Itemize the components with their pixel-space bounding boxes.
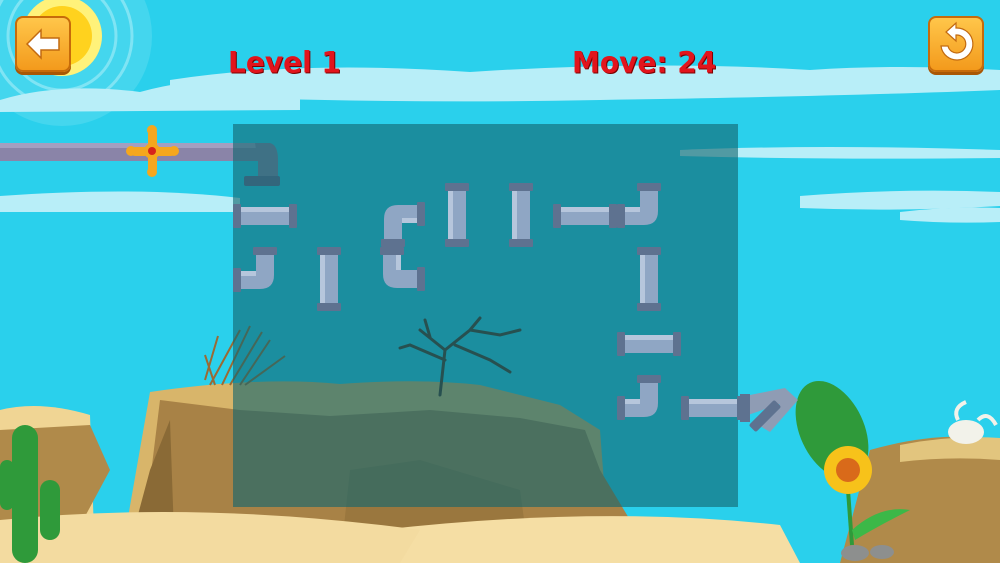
pipe-tile[interactable]	[617, 183, 661, 228]
pipe-tile[interactable]	[681, 396, 745, 420]
move-label: Move:	[572, 45, 668, 80]
arrow-left-icon	[25, 28, 60, 60]
back-button[interactable]	[15, 16, 71, 72]
valve-icon[interactable]	[126, 125, 179, 177]
cactus-icon	[0, 425, 60, 563]
rock-pile	[841, 545, 894, 561]
puzzle-board	[233, 124, 738, 507]
pipe-tile[interactable]	[553, 204, 617, 228]
restart-button[interactable]	[928, 16, 984, 72]
cloud-streaks	[0, 65, 1000, 223]
pipe-tile[interactable]	[317, 247, 341, 311]
pipe-tile[interactable]	[445, 183, 469, 247]
pipe-tile[interactable]	[617, 375, 661, 420]
board-cells	[233, 183, 745, 420]
move-count: 24	[677, 45, 717, 80]
restart-icon	[940, 21, 974, 61]
pipe-tile[interactable]	[381, 202, 425, 247]
pipe-tile[interactable]	[380, 247, 425, 291]
move-counter: Move: 24	[572, 45, 716, 80]
pipe-tile[interactable]	[233, 247, 277, 292]
level-label: Level 1	[228, 45, 341, 80]
outlet-pipe	[740, 388, 798, 432]
pipe-tile[interactable]	[637, 247, 661, 311]
skull-icon	[948, 400, 998, 444]
pipe-tile[interactable]	[233, 204, 297, 228]
pipe-tile[interactable]	[509, 183, 533, 247]
pipe-tile[interactable]	[617, 332, 681, 356]
sunflower-icon	[824, 446, 910, 546]
